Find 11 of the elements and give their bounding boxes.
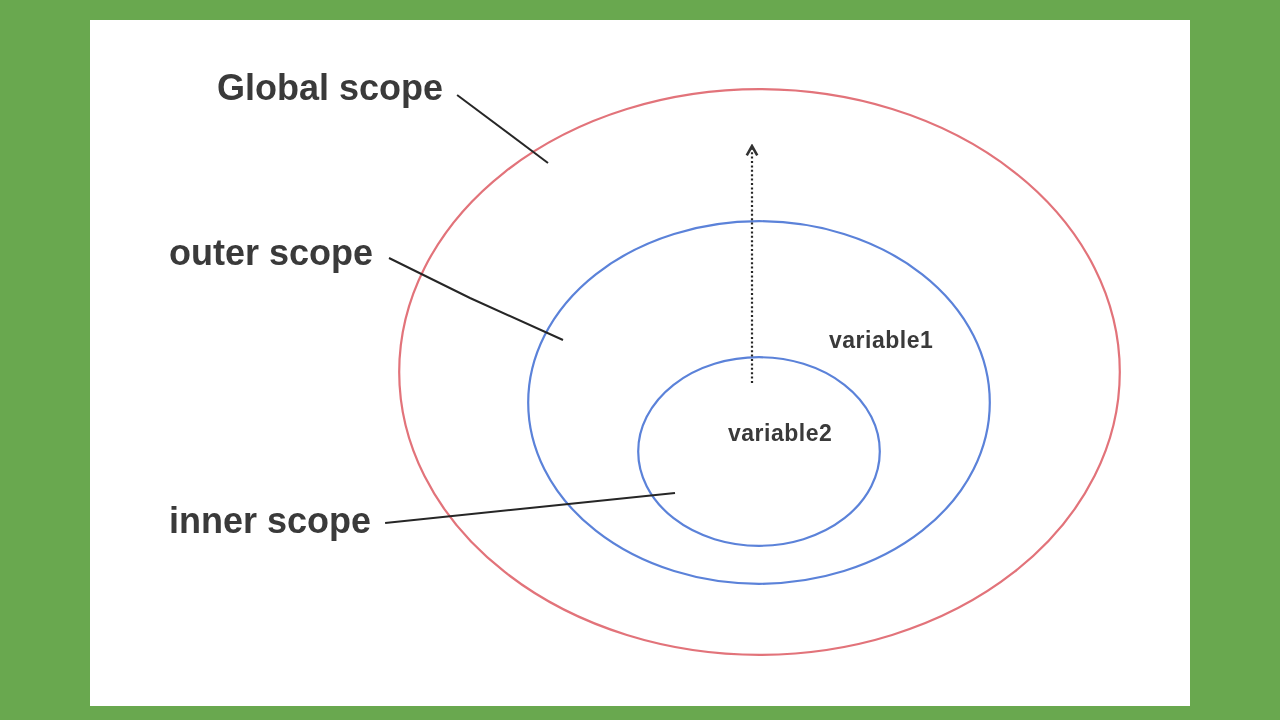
- variable-label: variable1: [829, 327, 934, 355]
- leader-line: [456, 94, 549, 164]
- scope-ellipse: [637, 356, 881, 547]
- scope-label: inner scope: [169, 499, 372, 543]
- leader-line: [384, 492, 676, 524]
- scope-label: Global scope: [217, 66, 444, 110]
- leader-line: [388, 257, 564, 341]
- scope-label: outer scope: [169, 231, 374, 275]
- scope-ellipse: [527, 220, 991, 585]
- dotted-arrow: [745, 144, 759, 383]
- variable-label: variable2: [728, 420, 833, 448]
